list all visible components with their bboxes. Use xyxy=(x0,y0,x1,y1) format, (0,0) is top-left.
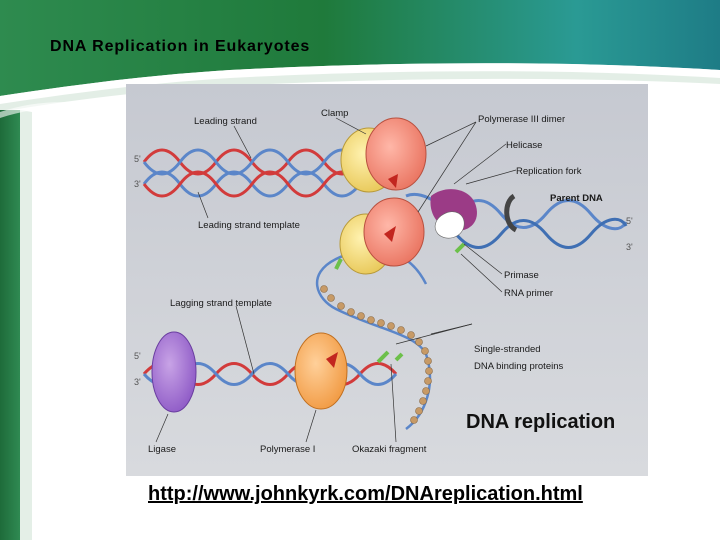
label-ligase: Ligase xyxy=(148,444,176,455)
slide-title: DNA Replication in Eukaryotes xyxy=(50,38,311,55)
polymerase-i xyxy=(294,332,348,410)
end-left-bottom-3: 3' xyxy=(134,377,141,387)
label-parent-dna: Parent DNA xyxy=(550,193,603,204)
label-ssb-line1: Single-stranded xyxy=(474,344,541,355)
polymerase-iii-dimer xyxy=(339,117,427,275)
label-rna-primer: RNA primer xyxy=(504,288,553,299)
label-polymerase-i: Polymerase I xyxy=(260,444,315,455)
label-replication-fork: Replication fork xyxy=(516,166,582,177)
dna-replication-figure: Leading strand Clamp Polymerase III dime… xyxy=(126,84,648,476)
rna-primer-marks xyxy=(334,242,466,270)
end-right-5: 5' xyxy=(626,216,633,226)
source-link[interactable]: http://www.johnkyrk.com/DNAreplication.h… xyxy=(148,483,583,505)
label-leading-strand-template: Leading strand template xyxy=(198,220,300,231)
label-primase: Primase xyxy=(504,270,539,281)
helicase xyxy=(430,189,477,239)
end-right-3: 3' xyxy=(626,242,633,252)
ssb-beads xyxy=(320,285,433,424)
label-ssb-line2: DNA binding proteins xyxy=(474,361,563,372)
end-left-top-3: 3' xyxy=(134,179,141,189)
figure-heading: DNA replication xyxy=(466,411,615,433)
label-leading-strand: Leading strand xyxy=(194,116,257,127)
label-polymerase-iii-dimer: Polymerase III dimer xyxy=(478,114,565,125)
end-left-bottom-5: 5' xyxy=(134,351,141,361)
leader-lines xyxy=(155,117,517,443)
top-left-helix xyxy=(142,148,362,198)
label-okazaki-fragment: Okazaki fragment xyxy=(352,444,427,455)
parent-dna-clamp xyxy=(504,193,518,233)
end-left-top-5: 5' xyxy=(134,154,141,164)
label-lagging-strand-template: Lagging strand template xyxy=(170,298,272,309)
ligase xyxy=(151,331,197,413)
label-clamp: Clamp xyxy=(321,108,348,119)
label-helicase: Helicase xyxy=(506,140,542,151)
